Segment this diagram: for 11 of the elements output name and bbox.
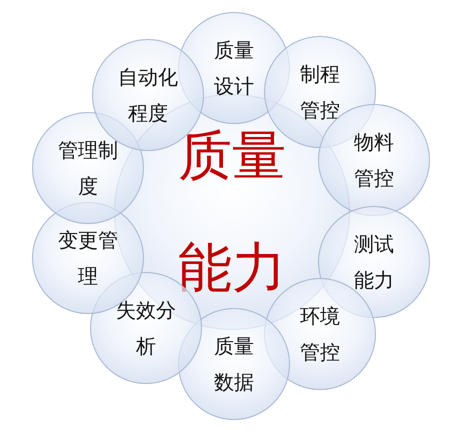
center-title: 质量能力 xyxy=(177,123,287,301)
topic-label: 失效分析 xyxy=(115,297,177,360)
topic-label: 测试能力 xyxy=(353,231,395,294)
topic-label: 质量数据 xyxy=(213,333,255,396)
topic-label: 质量设计 xyxy=(213,37,255,100)
topic-label: 管理制度 xyxy=(57,137,119,200)
topic-label: 环境管控 xyxy=(299,303,341,366)
topic-label: 制程管控 xyxy=(299,61,341,124)
topic-label: 自动化程度 xyxy=(117,64,179,127)
topic-label: 物料管控 xyxy=(353,129,395,192)
topic-label: 变更管理 xyxy=(57,227,119,290)
